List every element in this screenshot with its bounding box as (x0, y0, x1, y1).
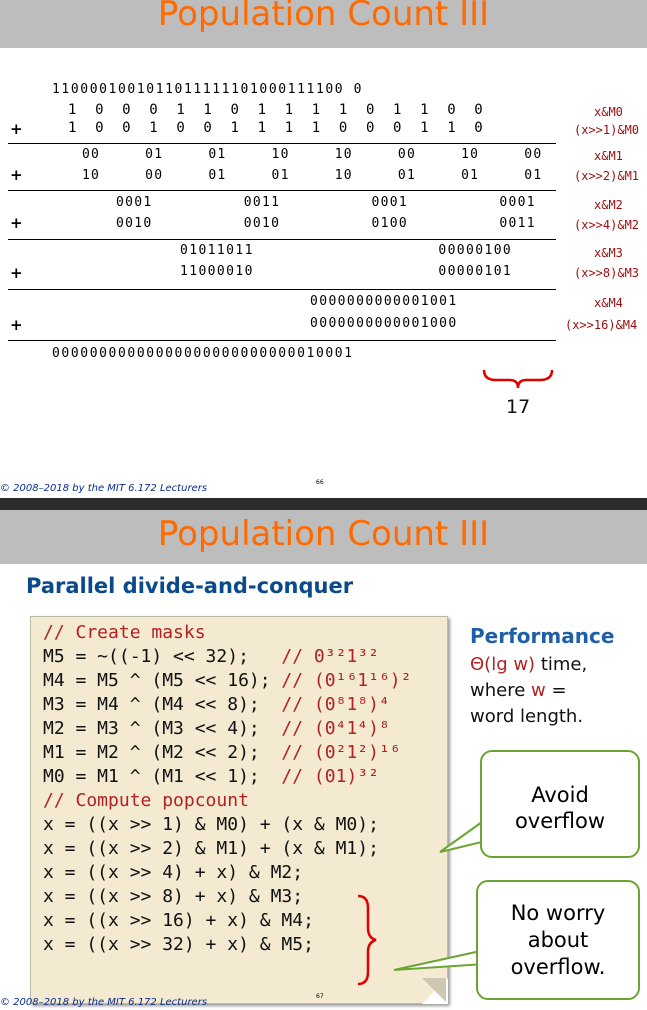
code-line: // Create masks (43, 622, 206, 643)
slide-66: Population Count III 1100001001011011111… (0, 0, 647, 498)
row-x-shift4-m2: 0010 0010 0100 0011 (116, 216, 536, 231)
code-line: x = ((x >> 8) + x) & M3; (43, 886, 304, 907)
slide-title: Population Count III (157, 514, 490, 554)
tag-x-m2: x&M2 (594, 198, 623, 212)
code-line: x = ((x >> 16) + x) & M4; (43, 910, 314, 931)
slide-67: Population Count III Parallel divide-and… (0, 510, 647, 1010)
tag-x-m0: x&M0 (594, 105, 623, 119)
callout-text: Avoid (531, 783, 589, 807)
performance-line: where w = (470, 680, 567, 701)
result-bits: 00000000000000000000000000010001 (52, 346, 354, 361)
code-line: M1 = M2 ^ (M2 << 2); // (0²1²)¹⁶ (43, 742, 401, 763)
tag-x-m3: x&M3 (594, 246, 623, 260)
callout-text: overflow (514, 809, 606, 833)
row-x-m3: 01011011 00000100 (180, 243, 513, 258)
row-x-m1: 00 01 01 10 10 00 10 00 (82, 147, 543, 162)
title-bar (0, 0, 647, 48)
callout-text: about (527, 928, 589, 952)
sum-rule (8, 143, 556, 144)
tag-x-shift8-m3: (x>>8)&M3 (574, 266, 640, 280)
code-line: M4 = M5 ^ (M5 << 16); // (0¹⁶1¹⁶)² (43, 670, 412, 691)
plus-sign: + (10, 316, 23, 334)
code-line: M0 = M1 ^ (M1 << 1); // (01)³² (43, 766, 379, 787)
page-fold-flap (422, 978, 446, 1002)
row-x-m0: 1 0 0 0 1 1 0 1 1 1 1 0 1 1 0 0 (68, 102, 484, 118)
copyright: © 2008–2018 by the MIT 6.172 Lecturers (0, 997, 208, 1008)
copyright: © 2008–2018 by the MIT 6.172 Lecturers (0, 483, 208, 494)
row-x-m4: 0000000000001001 (310, 294, 458, 309)
callout-text: No worry (510, 901, 606, 925)
tag-x-m1: x&M1 (594, 149, 623, 163)
slide-divider (0, 498, 647, 510)
tag-x-shift2-m1: (x>>2)&M1 (574, 169, 640, 183)
code-line: // Compute popcount (43, 790, 249, 811)
row-x-m2: 0001 0011 0001 0001 (116, 195, 536, 210)
row-x-shift8-m3: 11000010 00000101 (180, 264, 513, 279)
slide-title: Population Count III (157, 0, 490, 34)
sum-rule (8, 190, 556, 191)
plus-sign: + (10, 120, 23, 138)
title-bar (0, 510, 647, 564)
plus-sign: + (10, 264, 23, 282)
plus-sign: + (10, 166, 23, 184)
input-bits: 1100001001011011111101000111100 0 (52, 82, 364, 97)
performance-line: word length. (470, 706, 584, 727)
brace-icon (482, 369, 554, 389)
code-line: M5 = ~((-1) << 32); // 0³²1³² (43, 646, 379, 667)
popcount-answer: 17 (506, 396, 531, 418)
code-line: x = ((x >> 1) & M0) + (x & M0); (43, 814, 379, 835)
row-x-shift2-m1: 10 00 01 01 10 01 01 01 (82, 168, 543, 183)
page-number: 67 (316, 993, 324, 1000)
sum-rule (8, 340, 556, 341)
right-brace-icon (357, 894, 377, 986)
sum-rule (8, 289, 556, 290)
code-line: x = ((x >> 4) + x) & M2; (43, 862, 304, 883)
callout-no-worry: No worry about overflow. (476, 880, 640, 1000)
plus-sign: + (10, 214, 23, 232)
performance-heading: Performance (470, 624, 615, 648)
code-line: M3 = M4 ^ (M4 << 8); // (0⁸1⁸)⁴ (43, 694, 390, 715)
code-line: x = ((x >> 2) & M1) + (x & M1); (43, 838, 379, 859)
slide-subtitle: Parallel divide-and-conquer (26, 574, 354, 598)
row-x-shift16-m4: 0000000000001000 (310, 316, 458, 331)
code-line: M2 = M3 ^ (M3 << 4); // (0⁴1⁴)⁸ (43, 718, 390, 739)
callout-text: overflow. (510, 955, 606, 979)
page-number: 66 (316, 479, 324, 486)
code-box: // Create masks M5 = ~((-1) << 32); // 0… (30, 616, 448, 1004)
tag-x-m4: x&M4 (594, 296, 623, 310)
row-x-shift1-m0: 1 0 0 1 0 0 1 1 1 1 0 0 0 1 1 0 (68, 120, 484, 136)
tag-x-shift16-m4: (x>>16)&M4 (565, 318, 638, 332)
performance-line: Θ(lg w) time, (470, 654, 588, 675)
tag-x-shift4-m2: (x>>4)&M2 (574, 218, 640, 232)
code-line: x = ((x >> 32) + x) & M5; (43, 934, 314, 955)
callout-avoid-overflow: Avoid overflow (480, 750, 640, 858)
tag-x-shift1-m0: (x>>1)&M0 (574, 123, 640, 137)
sum-rule (8, 239, 556, 240)
